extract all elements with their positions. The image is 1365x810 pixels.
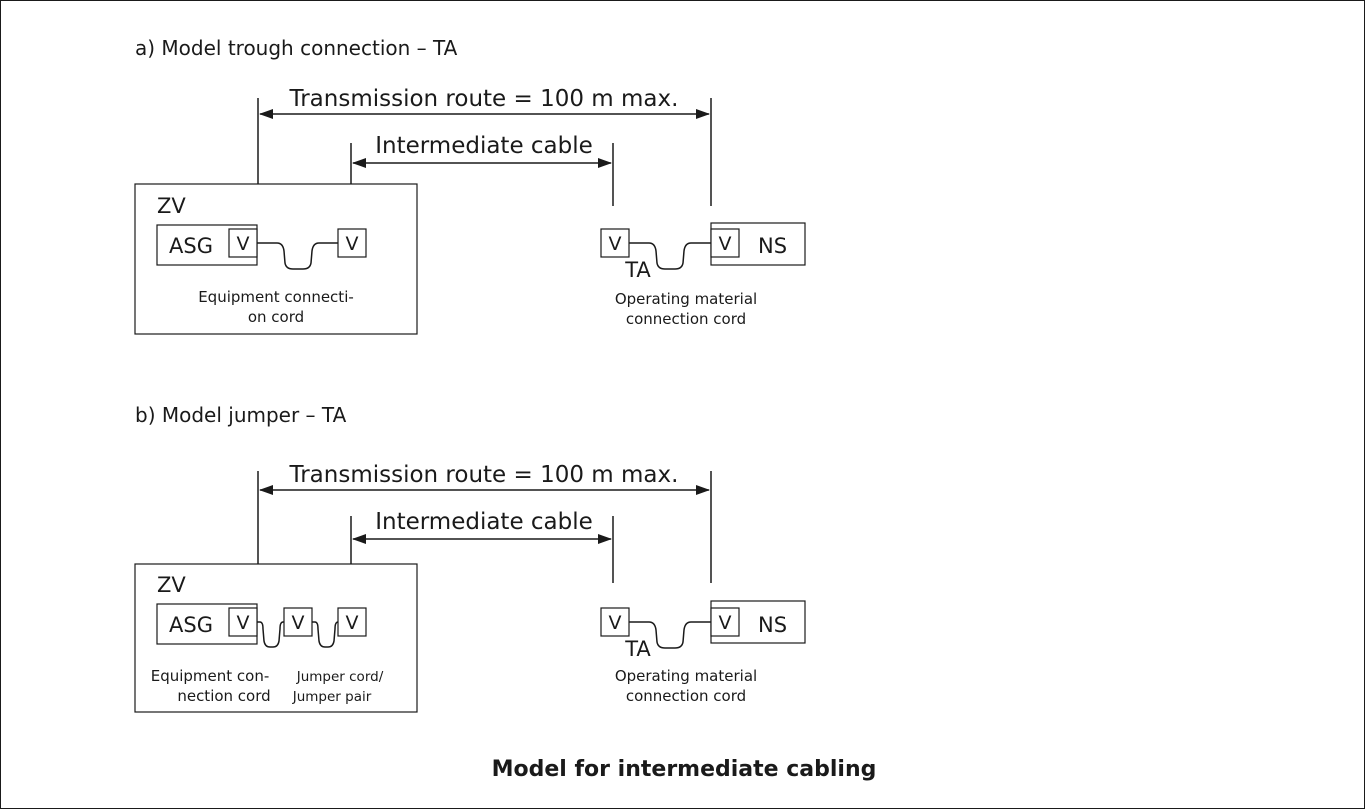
zv-label: ZV — [157, 573, 186, 597]
route-label: Transmission route = 100 m max. — [289, 462, 679, 488]
equipment-cord-label-line1: Equipment con- — [151, 667, 270, 685]
connector-v — [337, 228, 367, 258]
ta-cord — [629, 242, 711, 270]
jumper-connector-v — [283, 607, 313, 637]
section-a-heading: a) Model trough connection – TA — [135, 36, 458, 60]
connector-v — [600, 228, 630, 258]
route-label: Transmission route = 100 m max. — [289, 86, 679, 112]
connector-v-label: V — [292, 612, 305, 634]
section-b: b) Model jumper – TA Transmission route … — [134, 403, 806, 713]
connector-v-label: V — [346, 612, 359, 634]
operating-cord-label-line2: connection cord — [626, 687, 746, 705]
connector-v — [710, 607, 740, 637]
operating-cord-label-line1: Operating material — [615, 667, 757, 685]
ta-label: TA — [624, 637, 651, 661]
zv-label: ZV — [157, 194, 186, 218]
equipment-cord — [257, 621, 284, 648]
connector-v-label: V — [719, 612, 732, 634]
ns-label: NS — [758, 613, 787, 637]
equipment-cord-label-line1: Equipment connecti- — [198, 288, 354, 306]
operating-cord-label-line1: Operating material — [615, 290, 757, 308]
connector-v-label: V — [237, 233, 250, 255]
connector-v-label: V — [346, 233, 359, 255]
section-a: a) Model trough connection – TA Transmis… — [134, 36, 806, 335]
asg-label: ASG — [169, 613, 213, 637]
equipment-cord-label-line2: nection cord — [177, 687, 270, 705]
ns-label: NS — [758, 234, 787, 258]
jumper-cord — [312, 621, 339, 648]
connector-v-label: V — [719, 233, 732, 255]
ta-cord — [629, 621, 711, 649]
operating-cord-label-line2: connection cord — [626, 310, 746, 328]
connector-v-label: V — [237, 612, 250, 634]
connector-v-label: V — [609, 612, 622, 634]
jumper-label-line1: Jumper cord/ — [296, 669, 384, 685]
ta-label: TA — [624, 258, 651, 282]
intermediate-label: Intermediate cable — [375, 133, 593, 159]
connector-v-label: V — [609, 233, 622, 255]
equipment-cord-label-line2: on cord — [248, 308, 304, 326]
section-b-heading: b) Model jumper – TA — [135, 403, 347, 427]
jumper-label-line2: Jumper pair — [292, 689, 372, 705]
asg-label: ASG — [169, 234, 213, 258]
equipment-cord — [257, 242, 338, 270]
figure-caption: Model for intermediate cabling — [492, 757, 877, 782]
intermediate-label: Intermediate cable — [375, 509, 593, 535]
connector-v — [710, 228, 740, 258]
connector-v — [600, 607, 630, 637]
